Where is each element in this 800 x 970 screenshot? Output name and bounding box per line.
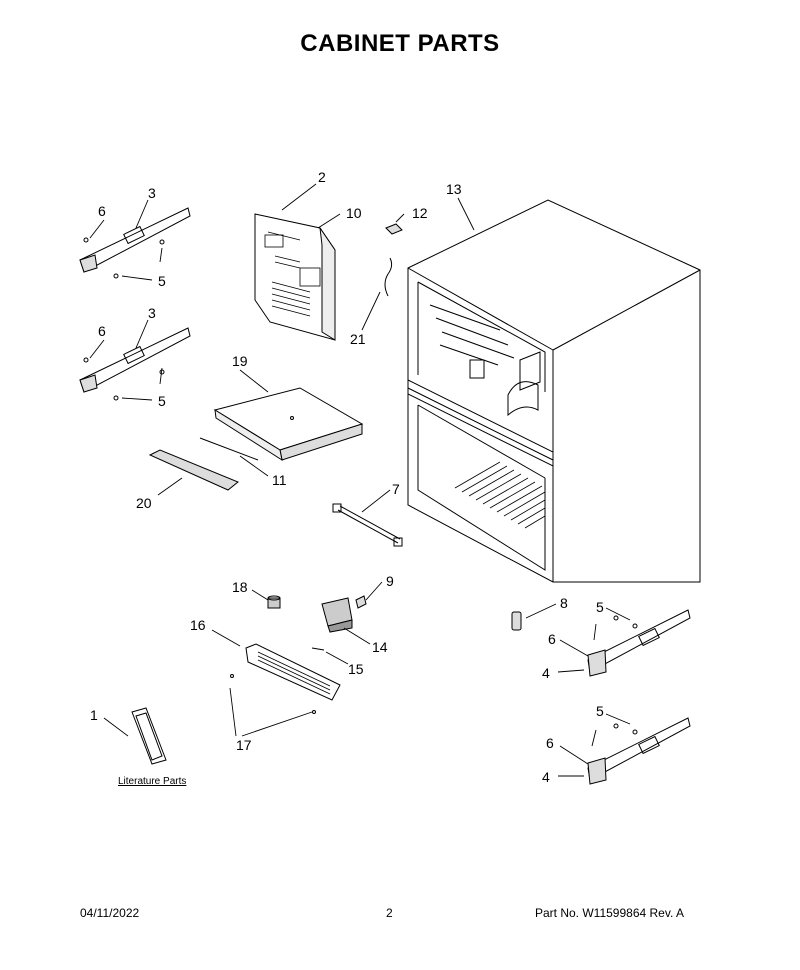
callout-19: 19 [232,353,248,369]
callout-8: 8 [560,595,568,611]
callout-16: 16 [190,617,206,633]
callout-21: 21 [350,331,366,347]
callout-12: 12 [412,205,428,221]
callout-6-upper: 6 [98,203,106,219]
callout-11: 11 [272,472,287,488]
callout-2: 2 [318,169,326,185]
control-board [385,223,403,235]
callout-7: 7 [392,481,400,497]
slide-rail-left-lower [79,327,191,401]
footer-page-number: 2 [386,906,393,920]
callout-3-upper: 3 [148,185,156,201]
callout-5-upper: 5 [158,273,166,289]
footer-date: 04/11/2022 [80,906,140,920]
callout-9: 9 [386,573,394,589]
callout-5-lower: 5 [158,393,166,409]
slide-rail-right-lower [587,717,691,785]
callout-6-right-lower: 6 [546,735,554,751]
literature-parts-label: Literature Parts [118,776,186,787]
callout-6-right-upper: 6 [548,631,556,647]
slide-rail-right-upper [587,609,691,677]
callout-13: 13 [446,181,462,197]
callout-4-lower: 4 [542,769,550,785]
footer-part-number: Part No. W11599864 Rev. A [535,906,684,920]
freezer-shelf [213,387,364,462]
damper-assembly [321,597,353,633]
base-grille [230,643,341,714]
wire-harness [384,257,393,297]
shelf-bracket [148,449,239,491]
callout-15: 15 [348,661,364,677]
callout-18: 18 [232,579,248,595]
callout-5-right-upper: 5 [596,599,604,615]
literature-parts [131,707,167,765]
leveling-leg [267,595,281,609]
callout-17: 17 [236,737,252,753]
callout-20: 20 [136,495,152,511]
callout-5-right-lower: 5 [596,703,604,719]
divider-rod [332,503,403,547]
callout-4-upper: 4 [542,665,550,681]
page-title: CABINET PARTS [300,30,500,57]
shelf-rod [199,437,259,461]
callout-1: 1 [90,707,98,723]
clip [355,595,367,609]
callout-14: 14 [372,639,388,655]
evaporator-cover [254,213,336,341]
callout-6-lower: 6 [98,323,106,339]
callout-10: 10 [346,205,362,221]
callout-3-lower: 3 [148,305,156,321]
leader-lines [89,183,631,777]
foot-pad [511,611,522,631]
slide-rail-left-upper [79,207,191,279]
cabinet-liner [407,199,701,583]
screw-15 [311,647,325,651]
